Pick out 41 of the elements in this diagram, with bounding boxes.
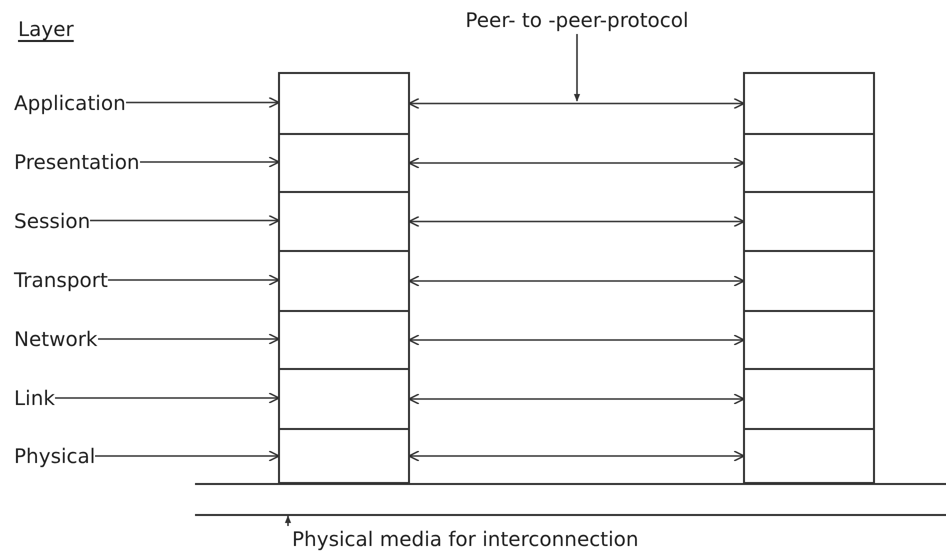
layer-name: Presentation [14, 144, 140, 180]
layer-box [278, 428, 410, 484]
layer-box [743, 133, 875, 193]
layer-box [278, 72, 410, 135]
layer-box [278, 133, 410, 193]
layer-name: Network [14, 321, 98, 357]
layer-box [743, 191, 875, 252]
layer-box [278, 310, 410, 370]
arrow [55, 392, 280, 404]
layer-name: Link [14, 380, 55, 416]
layer-box [278, 368, 410, 430]
double-headed-arrow [408, 98, 745, 110]
media-band [195, 483, 946, 516]
layer-name: Physical [14, 438, 96, 474]
layer-box [743, 250, 875, 312]
annotation-text: Peer- to -peer-protocol [467, 6, 687, 34]
arrow [574, 34, 580, 102]
arrow [284, 515, 292, 526]
layer-box [278, 191, 410, 252]
annotation-text: Physical media for interconnection [280, 526, 700, 552]
arrow [108, 274, 280, 286]
layer-box [743, 428, 875, 484]
layer-name: Transport [14, 262, 108, 298]
arrow [90, 214, 280, 226]
double-headed-arrow [408, 216, 745, 228]
layer-box [743, 72, 875, 135]
double-headed-arrow [408, 450, 745, 462]
double-headed-arrow [408, 393, 745, 405]
column-heading: Layer [18, 16, 74, 43]
arrow [140, 156, 280, 168]
arrow [98, 333, 280, 345]
layer-name: Session [14, 202, 90, 238]
arrow [126, 96, 280, 108]
layer-box [278, 250, 410, 312]
layer-box [743, 310, 875, 370]
layer-box [743, 368, 875, 430]
layer-name: Application [14, 84, 126, 120]
double-headed-arrow [408, 334, 745, 346]
double-headed-arrow [408, 275, 745, 287]
double-headed-arrow [408, 157, 745, 169]
arrow [95, 450, 280, 462]
